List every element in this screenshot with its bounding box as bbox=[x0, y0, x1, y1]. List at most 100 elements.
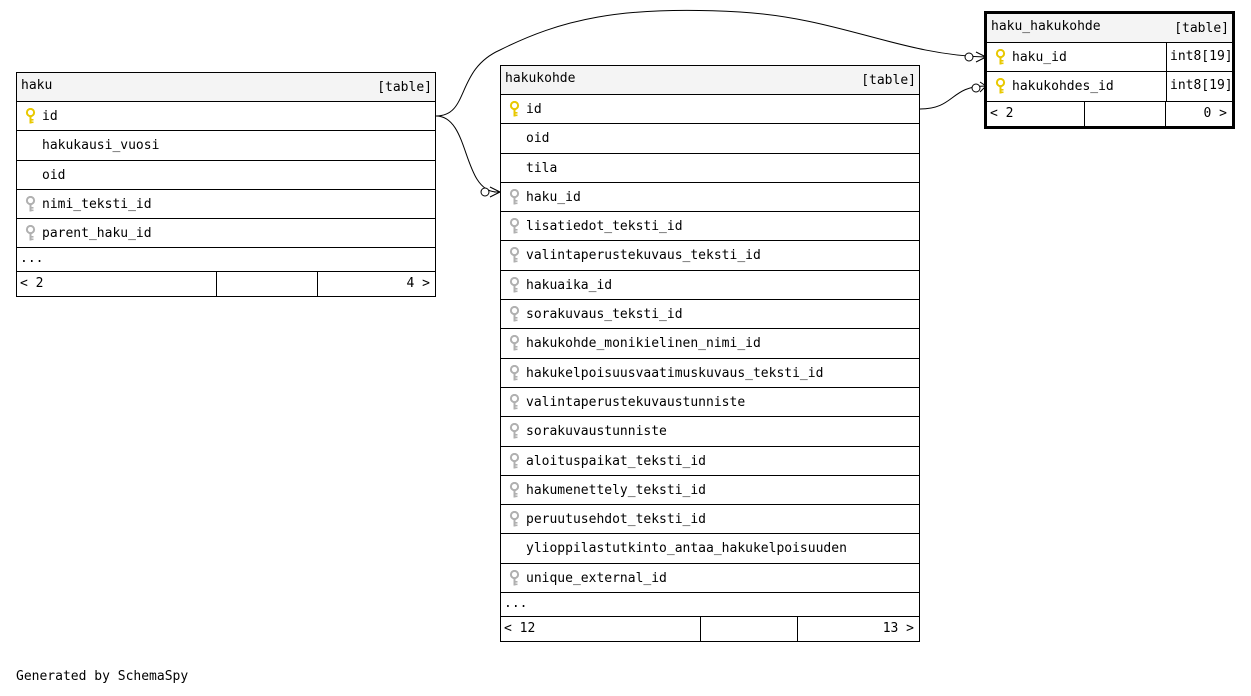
child-count[interactable]: 4 > bbox=[406, 276, 430, 292]
table-footer: < 2 4 > bbox=[17, 272, 435, 297]
table-name: hakukohde bbox=[505, 71, 576, 86]
column-type: int8[19] bbox=[1166, 72, 1233, 101]
column-name: unique_external_id bbox=[526, 570, 667, 586]
relation-haku-hakukohde bbox=[435, 115, 497, 193]
primary-key-icon bbox=[995, 78, 1006, 94]
relation-haku-hakukohde-optional-marker bbox=[480, 187, 490, 197]
parent-count[interactable]: < 2 bbox=[20, 276, 44, 292]
foreign-key-icon bbox=[509, 364, 520, 381]
column-row[interactable]: hakukelpoisuusvaatimuskuvaus_teksti_id bbox=[501, 359, 919, 388]
more-columns: ... bbox=[501, 593, 919, 618]
column-row[interactable]: id bbox=[501, 95, 919, 125]
child-count[interactable]: 13 > bbox=[882, 621, 914, 637]
column-name: sorakuvaustunniste bbox=[526, 424, 667, 440]
primary-key-icon bbox=[509, 100, 520, 117]
relation-haku-hakukohde-crowfoot bbox=[489, 186, 501, 198]
primary-key-icon bbox=[995, 48, 1006, 65]
column-name: hakukohdes_id bbox=[1012, 79, 1114, 95]
column-row[interactable]: lisatiedot_teksti_id bbox=[501, 212, 919, 242]
column-name: valintaperustekuvaus_teksti_id bbox=[526, 248, 761, 264]
column-name: peruutusehdot_teksti_id bbox=[526, 512, 707, 528]
table-type: [table] bbox=[377, 80, 432, 95]
column-name: hakukelpoisuusvaatimuskuvaus_teksti_id bbox=[526, 365, 824, 381]
column-row[interactable]: ylioppilastutkinto_antaa_hakukelpoisuude… bbox=[501, 534, 919, 564]
foreign-key-icon bbox=[25, 225, 36, 241]
column-name: hakukausi_vuosi bbox=[42, 138, 160, 154]
foreign-key-icon bbox=[509, 393, 520, 410]
column-name: haku_id bbox=[526, 189, 581, 205]
column-row[interactable]: hakumenettely_teksti_id bbox=[501, 476, 919, 506]
column-row[interactable]: haku_id int8[19] bbox=[987, 43, 1233, 73]
foreign-key-icon bbox=[509, 188, 520, 205]
primary-key-icon bbox=[25, 107, 36, 124]
foreign-key-icon bbox=[509, 305, 520, 322]
foreign-key-icon bbox=[509, 335, 520, 351]
table-type: [table] bbox=[1174, 21, 1229, 36]
foreign-key-icon bbox=[25, 195, 36, 212]
column-name: tila bbox=[526, 160, 558, 176]
column-name: haku_id bbox=[1012, 50, 1067, 65]
column-row[interactable]: hakuaika_id bbox=[501, 271, 919, 301]
table-header: haku_hakukohde [table] bbox=[987, 14, 1232, 43]
foreign-key-icon bbox=[509, 569, 520, 586]
column-name: aloituspaikat_teksti_id bbox=[526, 453, 707, 469]
relation-haku-hakuhakukohde bbox=[435, 9, 987, 117]
column-name: hakukohde_monikielinen_nimi_id bbox=[526, 336, 761, 352]
more-columns: ... bbox=[17, 248, 435, 273]
column-row[interactable]: valintaperustekuvaustunniste bbox=[501, 388, 919, 418]
column-name: id bbox=[526, 102, 542, 117]
column-type: int8[19] bbox=[1166, 43, 1233, 72]
table-header: haku [table] bbox=[17, 73, 435, 102]
column-name: valintaperustekuvaustunniste bbox=[526, 394, 746, 410]
column-row[interactable]: hakukohde_monikielinen_nimi_id bbox=[501, 329, 919, 359]
foreign-key-icon bbox=[509, 481, 520, 498]
column-row[interactable]: aloituspaikat_teksti_id bbox=[501, 447, 919, 476]
column-row[interactable]: id bbox=[17, 102, 435, 132]
column-name: parent_haku_id bbox=[42, 226, 152, 242]
generated-by-label: Generated by SchemaSpy bbox=[16, 669, 189, 684]
table-name: haku_hakukohde bbox=[991, 19, 1101, 34]
column-row[interactable]: parent_haku_id bbox=[17, 219, 435, 249]
column-row[interactable]: hakukohdes_id int8[19] bbox=[987, 72, 1233, 102]
parent-count[interactable]: < 12 bbox=[504, 621, 536, 637]
foreign-key-icon bbox=[509, 276, 520, 293]
column-name: oid bbox=[526, 131, 550, 147]
column-name: hakumenettely_teksti_id bbox=[526, 482, 707, 498]
column-row[interactable]: unique_external_id bbox=[501, 564, 919, 594]
column-name: sorakuvaus_teksti_id bbox=[526, 307, 683, 323]
table-type: [table] bbox=[861, 73, 916, 88]
parent-count[interactable]: < 2 bbox=[990, 105, 1014, 121]
foreign-key-icon bbox=[509, 218, 520, 234]
column-name: nimi_teksti_id bbox=[42, 196, 152, 212]
foreign-key-icon bbox=[509, 423, 520, 439]
table-name: haku bbox=[21, 78, 53, 93]
column-row[interactable]: hakukausi_vuosi bbox=[17, 131, 435, 161]
relation-haku-hakuhakukohde-optional-marker bbox=[964, 52, 974, 62]
table-footer: < 12 13 > bbox=[501, 617, 919, 642]
column-row[interactable]: sorakuvaus_teksti_id bbox=[501, 300, 919, 330]
relation-hakukohde-hakuhakukohde-optional-marker bbox=[971, 83, 981, 93]
column-name: id bbox=[42, 109, 58, 124]
column-name: oid bbox=[42, 167, 66, 183]
child-count[interactable]: 0 > bbox=[1203, 105, 1227, 121]
foreign-key-icon bbox=[509, 452, 520, 469]
column-row[interactable]: nimi_teksti_id bbox=[17, 190, 435, 220]
foreign-key-icon bbox=[509, 511, 520, 527]
column-name: hakuaika_id bbox=[526, 277, 613, 293]
column-row[interactable]: oid bbox=[17, 161, 435, 190]
column-row[interactable]: peruutusehdot_teksti_id bbox=[501, 505, 919, 535]
column-row[interactable]: sorakuvaustunniste bbox=[501, 417, 919, 447]
foreign-key-icon bbox=[509, 247, 520, 263]
table-footer: < 2 0 > bbox=[987, 101, 1232, 126]
column-name: lisatiedot_teksti_id bbox=[526, 219, 683, 235]
column-row[interactable]: tila bbox=[501, 154, 919, 183]
column-row[interactable]: haku_id bbox=[501, 183, 919, 213]
column-row[interactable]: valintaperustekuvaus_teksti_id bbox=[501, 241, 919, 271]
column-row[interactable]: oid bbox=[501, 124, 919, 154]
table-header: hakukohde [table] bbox=[501, 66, 919, 95]
column-name: ylioppilastutkinto_antaa_hakukelpoisuude… bbox=[526, 541, 847, 557]
